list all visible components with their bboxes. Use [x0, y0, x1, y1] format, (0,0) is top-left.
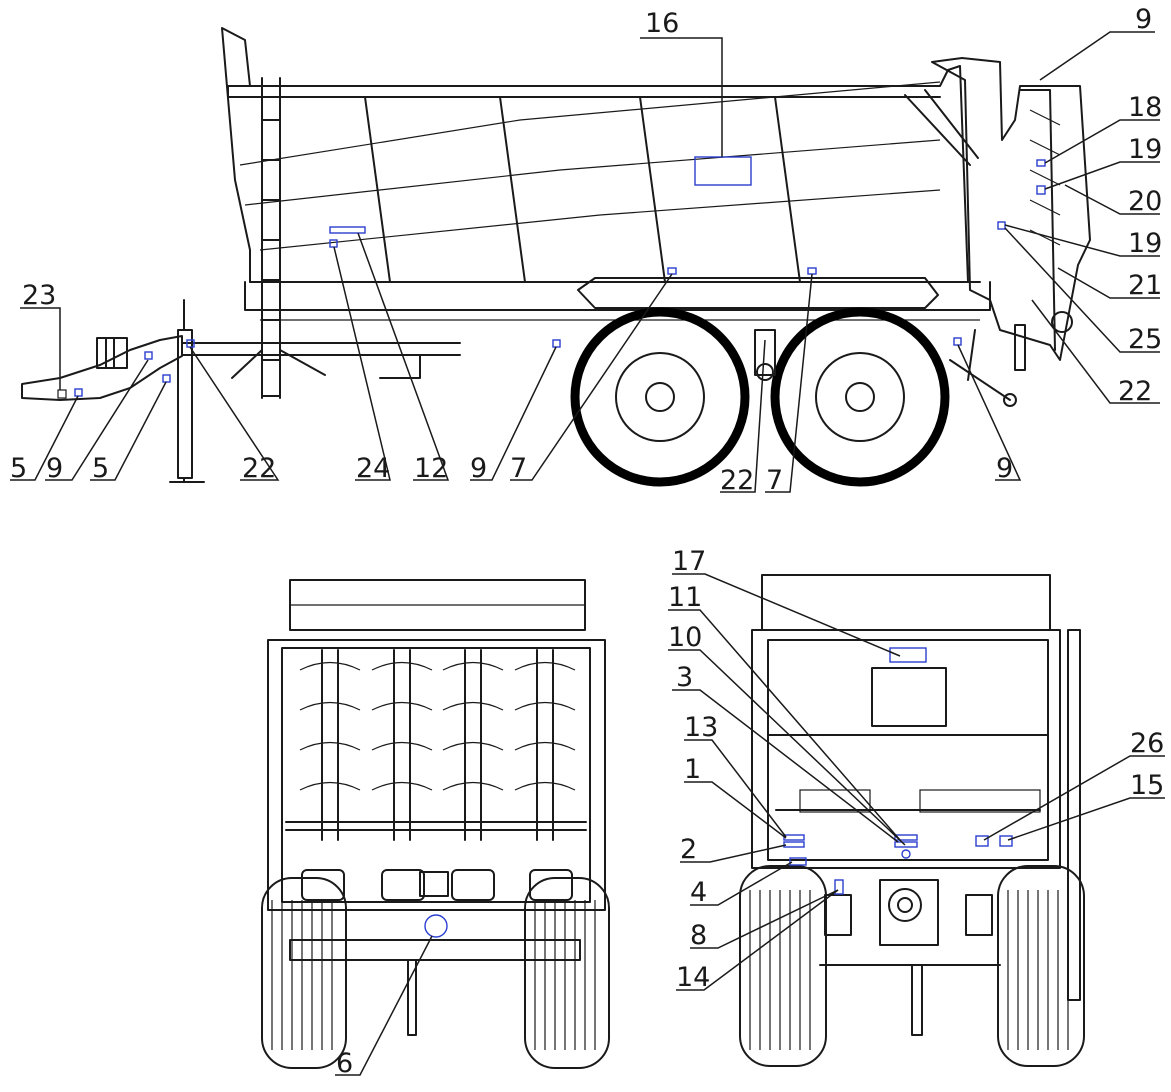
callout-19-b: 19	[1128, 228, 1162, 259]
callout-19-a: 19	[1128, 134, 1162, 165]
callout-26: 26	[1130, 728, 1164, 759]
callout-2: 2	[680, 834, 697, 865]
callout-8: 8	[690, 920, 707, 951]
callout-20: 20	[1128, 186, 1162, 217]
front-view	[668, 573, 1165, 1067]
callout-23: 23	[22, 280, 56, 311]
callout-9-frame: 9	[470, 453, 487, 484]
callout-5-a: 5	[10, 453, 27, 484]
callout-13: 13	[684, 712, 718, 743]
callout-6: 6	[336, 1048, 353, 1079]
callout-9-top: 9	[1135, 4, 1152, 35]
callout-5-b: 5	[92, 453, 109, 484]
callout-1: 1	[684, 754, 701, 785]
callout-22-rear: 22	[1118, 376, 1152, 407]
rear-view	[261, 579, 610, 1076]
callout-9-rear: 9	[996, 453, 1013, 484]
beater-housing	[904, 57, 1091, 407]
callout-22-axle: 22	[720, 465, 754, 496]
front-wheel	[570, 307, 750, 487]
callout-25: 25	[1128, 324, 1162, 355]
side-leaders	[10, 31, 1160, 493]
callout-18: 18	[1128, 92, 1162, 123]
callout-24: 24	[356, 453, 390, 484]
callout-10: 10	[668, 622, 702, 653]
callout-9-hitch: 9	[46, 453, 63, 484]
callout-7-b: 7	[766, 465, 783, 496]
callout-7-a: 7	[510, 453, 527, 484]
callout-15: 15	[1130, 770, 1164, 801]
callout-4: 4	[690, 877, 707, 908]
drawbar	[21, 335, 461, 401]
hopper-body	[221, 27, 991, 321]
axle-bracket	[754, 329, 776, 381]
callout-17: 17	[672, 546, 706, 577]
callout-12: 12	[414, 453, 448, 484]
callout-16: 16	[645, 8, 679, 39]
callout-11: 11	[668, 582, 702, 613]
callout-22-jack: 22	[242, 453, 276, 484]
callout-14: 14	[676, 962, 710, 993]
callout-labels: 16 9 18 19 20 19 21 25 22 23 5 9 5 22 24…	[10, 4, 1164, 1079]
ladder	[231, 77, 326, 399]
callout-21: 21	[1128, 270, 1162, 301]
vertical-beaters	[299, 649, 576, 841]
callout-3: 3	[676, 662, 693, 693]
parking-jack	[169, 299, 205, 483]
rear-wheel	[770, 307, 950, 487]
side-view	[10, 27, 1160, 493]
